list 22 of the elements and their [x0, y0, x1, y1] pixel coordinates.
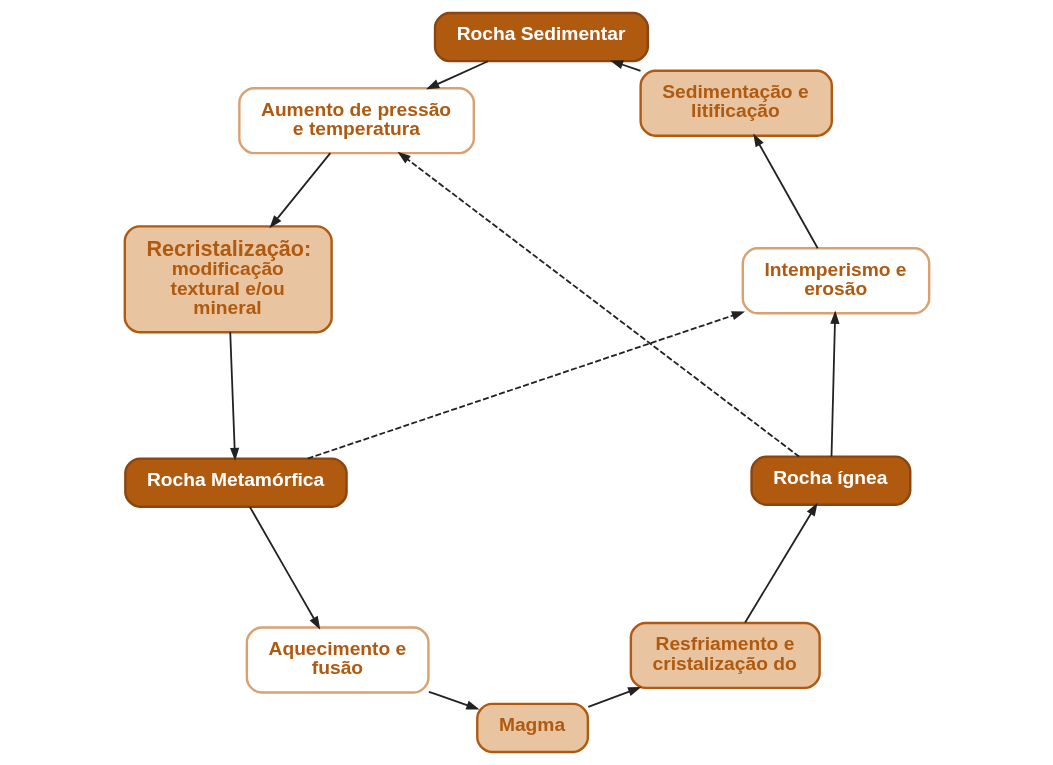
arrow — [268, 152, 331, 229]
arrow — [743, 502, 818, 624]
arrow — [586, 686, 641, 708]
arrow — [425, 60, 489, 90]
node-box: Rocha ígnea — [749, 455, 911, 506]
node-box: Rocha Sedimentar — [433, 11, 649, 63]
node-box: Resfriamento e cristalização do — [629, 621, 821, 690]
node-box: Aquecimento e fusão — [245, 626, 430, 694]
arrow — [228, 331, 239, 462]
arrow — [396, 151, 800, 458]
node-box: Sedimentação e litificação — [638, 69, 833, 137]
arrow — [306, 311, 745, 460]
arrow — [427, 690, 480, 710]
arrow — [248, 506, 320, 630]
node-box: Intemperismo e erosão — [741, 247, 930, 315]
arrow — [752, 133, 819, 250]
node-box: Rocha Metamórfica — [123, 457, 348, 508]
node-box: Aumento de pressão e temperatura — [237, 87, 475, 155]
arrow — [829, 310, 840, 458]
node-box: Recristalização: modificação textural e/ou mineral — [123, 225, 333, 334]
node-box: Magma — [475, 702, 589, 754]
arrow — [609, 60, 641, 72]
